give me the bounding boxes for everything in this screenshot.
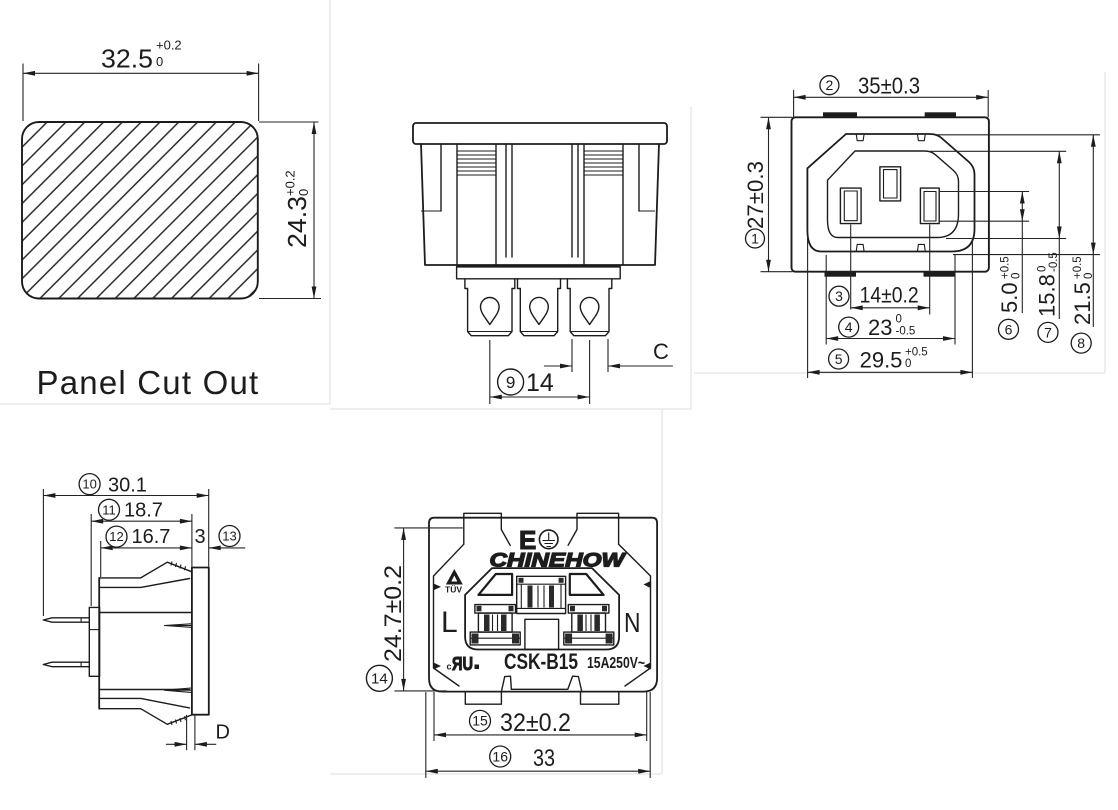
svg-text:32±0.2: 32±0.2 [500, 709, 571, 737]
svg-text:1: 1 [751, 230, 759, 246]
svg-text:6: 6 [1005, 321, 1013, 337]
svg-text:32.5: 32.5 [101, 44, 153, 74]
svg-text:CSK-B15: CSK-B15 [504, 649, 578, 674]
svg-text:21.5: 21.5 [1070, 282, 1095, 325]
svg-text:15A250V~: 15A250V~ [587, 655, 645, 672]
svg-text:9: 9 [506, 373, 515, 392]
svg-text:c: c [447, 662, 452, 672]
svg-text:5: 5 [835, 351, 843, 367]
svg-text:-0.5: -0.5 [896, 326, 916, 338]
svg-text:4: 4 [845, 319, 853, 335]
svg-text:0: 0 [1011, 273, 1023, 279]
svg-text:7: 7 [1044, 324, 1052, 340]
svg-text:0: 0 [1083, 273, 1095, 279]
svg-text:14±0.2: 14±0.2 [860, 282, 919, 307]
svg-text:24.7±0.2: 24.7±0.2 [380, 565, 407, 662]
svg-text:30.1: 30.1 [108, 475, 147, 497]
svg-text:33: 33 [533, 745, 555, 772]
svg-text:D: D [216, 722, 230, 744]
svg-text:12: 12 [109, 529, 123, 544]
svg-text:29.5: 29.5 [860, 348, 903, 373]
svg-text:3: 3 [195, 526, 206, 548]
svg-text:13: 13 [222, 529, 236, 544]
svg-text:Panel Cut Out: Panel Cut Out [37, 364, 260, 401]
svg-text:5.0: 5.0 [997, 282, 1022, 313]
svg-text:16.7: 16.7 [132, 526, 171, 548]
svg-text:+0.2: +0.2 [283, 170, 298, 196]
svg-text:24.3: 24.3 [282, 196, 312, 248]
svg-text:0: 0 [1037, 266, 1049, 272]
svg-text:14: 14 [371, 670, 388, 687]
svg-text:0: 0 [905, 358, 911, 370]
svg-text:0: 0 [896, 314, 902, 326]
svg-text:16: 16 [492, 748, 508, 764]
svg-text:N: N [624, 607, 641, 638]
svg-text:TÜV: TÜV [445, 585, 462, 595]
svg-text:23: 23 [868, 315, 892, 340]
svg-text:3: 3 [835, 288, 843, 304]
svg-text:+0.2: +0.2 [156, 38, 182, 53]
svg-text:10: 10 [82, 477, 96, 492]
svg-text:2: 2 [826, 77, 834, 93]
svg-text:L: L [441, 606, 458, 639]
svg-text:+0.5: +0.5 [1072, 256, 1084, 279]
svg-text:+0.5: +0.5 [905, 347, 928, 359]
svg-text:35±0.3: 35±0.3 [858, 73, 920, 99]
svg-text:27±0.3: 27±0.3 [743, 161, 768, 229]
svg-text:C: C [653, 339, 669, 364]
svg-text:+0.5: +0.5 [1000, 256, 1012, 279]
svg-text:15.8: 15.8 [1035, 274, 1060, 317]
svg-text:CHINEHOW: CHINEHOW [490, 550, 627, 572]
svg-text:0: 0 [296, 189, 311, 196]
svg-text:15: 15 [472, 713, 488, 729]
svg-text:0: 0 [156, 54, 163, 69]
svg-text:E: E [519, 525, 536, 555]
svg-text:8: 8 [1077, 335, 1085, 351]
svg-text:11: 11 [102, 502, 116, 517]
svg-text:ЯU: ЯU [452, 654, 473, 674]
svg-text:-0.5: -0.5 [1048, 252, 1060, 272]
svg-text:14: 14 [526, 369, 554, 397]
svg-text:18.7: 18.7 [124, 500, 163, 522]
